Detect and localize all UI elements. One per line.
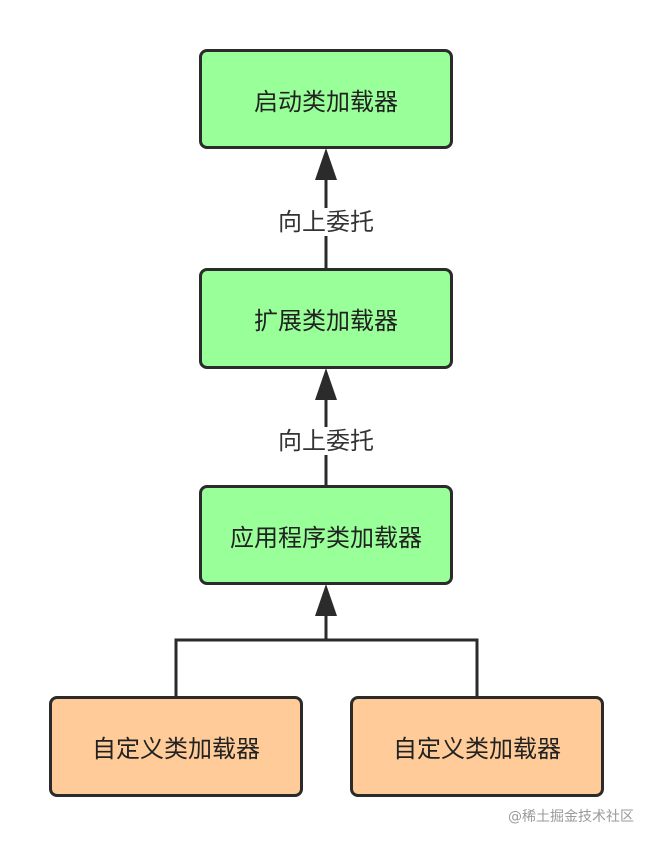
- node-application-loader: 应用程序类加载器: [199, 485, 453, 585]
- edge-label-delegate-up: 向上委托: [276, 208, 376, 236]
- arrowhead-up-icon: [315, 148, 337, 180]
- node-extension-loader: 扩展类加载器: [199, 268, 453, 369]
- edge-label-delegate-up: 向上委托: [276, 427, 376, 455]
- arrowhead-up-icon: [315, 584, 337, 616]
- node-custom-loader-right: 自定义类加载器: [350, 696, 604, 797]
- arrowhead-up-icon: [315, 368, 337, 400]
- watermark: @稀土掘金技术社区: [508, 809, 634, 825]
- node-bootstrap-loader: 启动类加载器: [199, 49, 453, 149]
- edge-custom-left-to-application: [174, 638, 326, 696]
- edge-custom-right-to-application: [326, 638, 479, 696]
- node-custom-loader-left: 自定义类加载器: [49, 696, 303, 797]
